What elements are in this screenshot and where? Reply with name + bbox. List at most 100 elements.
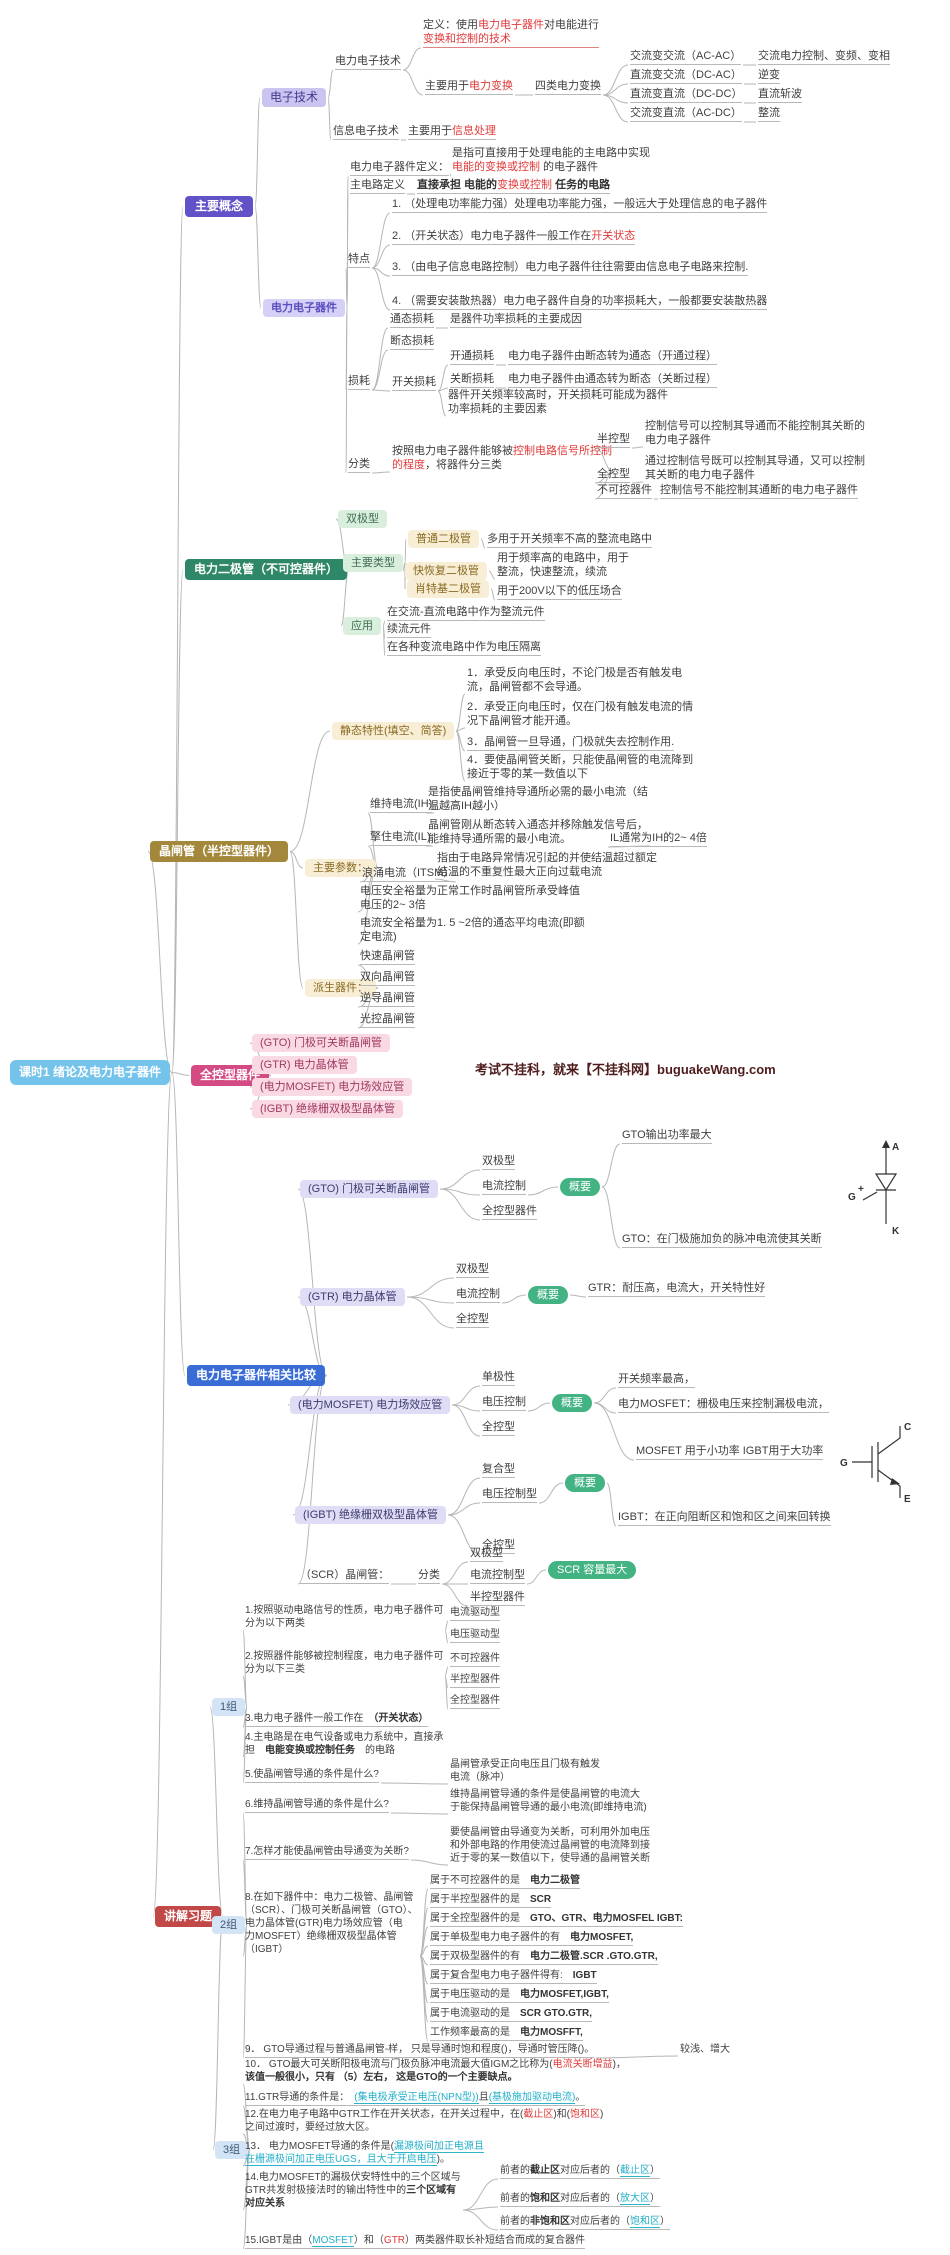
node-d8[interactable]: 续流元件 bbox=[387, 622, 431, 639]
node-q13[interactable]: 13． 电力MOSFET导通的条件是(漏源极间加正电源且在栅源极间加正电压UGS… bbox=[245, 2141, 484, 2166]
node-r14c[interactable]: 前者的非饱和区对应后者的（饱和区） bbox=[500, 2215, 670, 2230]
node-d1[interactable]: 双极型 bbox=[338, 510, 387, 529]
node-electronic-tech[interactable]: 电子技术 bbox=[262, 88, 327, 108]
node-c2c[interactable]: 全控型 bbox=[456, 1312, 489, 1329]
node-c5[interactable]: （SCR）晶闸管： bbox=[300, 1568, 390, 1585]
root-node-lesson-title[interactable]: 课时1 绪论及电力电子器件 bbox=[10, 1060, 171, 1086]
node-c5d[interactable]: 半控型器件 bbox=[470, 1590, 525, 1607]
node-g2[interactable]: (GTR) 电力晶体管 bbox=[252, 1056, 357, 1075]
node-q4[interactable]: 4.主电路是在电气设备或电力系统中，直接承担 电能变换或控制任务 的电路 bbox=[245, 1732, 444, 1756]
node-c2[interactable]: (GTR) 电力晶体管 bbox=[300, 1288, 405, 1307]
node-n9[interactable]: 交流变直流（AC-DC） bbox=[630, 106, 742, 123]
node-q2b[interactable]: 半控型器件 bbox=[450, 1673, 500, 1688]
node-q5[interactable]: 5.使晶闸管导通的条件是什么? bbox=[245, 1768, 379, 1783]
node-q2a[interactable]: 不可控器件 bbox=[450, 1652, 500, 1667]
badge-summary-igbt[interactable]: 概要 bbox=[565, 1474, 605, 1493]
node-c3a[interactable]: 单极性 bbox=[482, 1370, 515, 1387]
node-c5b[interactable]: 双极型 bbox=[470, 1546, 503, 1563]
node-n13[interactable]: 电力电子器件定义： bbox=[350, 160, 449, 177]
node-c3b[interactable]: 电压控制 bbox=[482, 1395, 526, 1412]
node-r9[interactable]: 工作频率最高的是 电力MOSFFT, bbox=[430, 2026, 583, 2041]
node-q2[interactable]: 2.按照器件能够被控制程度，电力电子器件可分为以下三类 bbox=[245, 1651, 444, 1675]
node-c5a[interactable]: 分类 bbox=[418, 1568, 440, 1585]
node-main-concepts[interactable]: 主要概念 bbox=[185, 196, 254, 218]
node-n17[interactable]: 1. （处理电功率能力强）处理电功率能力强，一般远大于处理信息的电子器件 bbox=[392, 197, 768, 214]
node-n5[interactable]: 四类电力变换 bbox=[535, 79, 601, 96]
node-t9b[interactable]: 指由于电路异常情况引起的并使结温超过额定结温的不重复性最大正向过载电流 bbox=[437, 852, 657, 879]
node-q9a[interactable]: 较浅、增大 bbox=[680, 2044, 730, 2055]
node-thyristor[interactable]: 晶闸管（半控型器件） bbox=[150, 841, 289, 863]
node-q7[interactable]: 7.怎样才能使晶闸管由导通变为关断? bbox=[245, 1845, 409, 1860]
node-t13[interactable]: 快速晶闸管 bbox=[360, 949, 415, 966]
node-c4c[interactable]: 全控型 bbox=[482, 1538, 515, 1555]
node-n6b[interactable]: 交流电力控制、变频、变相 bbox=[758, 49, 890, 66]
node-n33[interactable]: 按照电力电子器件能够被控制电路信号所控制的程度，将器件分三类 bbox=[392, 445, 612, 472]
badge-summary-mosfet[interactable]: 概要 bbox=[552, 1394, 592, 1413]
node-t16[interactable]: 光控晶闸管 bbox=[360, 1012, 415, 1029]
node-r14a[interactable]: 前者的截止区对应后者的（截止区） bbox=[500, 2164, 660, 2179]
node-n14[interactable]: 是指可直接用于处理电能的主电路中实现电能的变换或控制 的电子器件 bbox=[452, 147, 650, 174]
node-n39[interactable]: 控制信号不能控制其通断的电力电子器件 bbox=[660, 483, 858, 500]
node-q2c[interactable]: 全控型器件 bbox=[450, 1694, 500, 1709]
node-d3b[interactable]: 多用于开关频率不高的整流电路中 bbox=[487, 532, 652, 549]
node-g3[interactable]: (电力MOSFET) 电力场效应管 bbox=[252, 1078, 413, 1097]
node-power-diode[interactable]: 电力二极管（不可控器件） bbox=[185, 559, 348, 581]
node-n6[interactable]: 交流变交流（AC-AC） bbox=[630, 49, 742, 66]
node-d9[interactable]: 在各种变流电路中作为电压隔离 bbox=[387, 640, 541, 657]
node-r6[interactable]: 属于复合型电力电子器件得有: IGBT bbox=[430, 1969, 597, 1984]
node-c2d[interactable]: GTR：耐压高，电流大，开关特性好 bbox=[588, 1281, 766, 1298]
node-q9[interactable]: 9． GTO导通过程与普通晶闸管-样， 只是导通时饱和程度()，导通时管压降()… bbox=[245, 2043, 595, 2058]
node-g1[interactable]: (GTO) 门极可关断晶闸管 bbox=[252, 1034, 391, 1053]
group-2[interactable]: 2组 bbox=[212, 1916, 246, 1935]
node-d7[interactable]: 在交流-直流电路中作为整流元件 bbox=[387, 605, 545, 622]
node-n27[interactable]: 开通损耗 bbox=[450, 349, 494, 366]
node-d6[interactable]: 应用 bbox=[343, 617, 381, 636]
node-n38[interactable]: 不可控器件 bbox=[597, 483, 652, 500]
node-n24[interactable]: 是器件功率损耗的主要成因 bbox=[450, 312, 582, 329]
node-t8c[interactable]: IL通常为IH的2~ 4倍 bbox=[610, 831, 707, 848]
node-device-comparison[interactable]: 电力电子器件相关比较 bbox=[187, 1365, 326, 1387]
node-n31[interactable]: 器件开关频率较高时，开关损耗可能成为器件功率损耗的主要因素 bbox=[448, 389, 668, 416]
node-c1c[interactable]: 全控型器件 bbox=[482, 1204, 537, 1221]
node-n9b[interactable]: 整流 bbox=[758, 106, 780, 123]
node-n28[interactable]: 电力电子器件由断态转为通态（开通过程） bbox=[508, 349, 717, 366]
node-c4a[interactable]: 复合型 bbox=[482, 1462, 515, 1479]
node-q6a[interactable]: 维持晶闸管导通的条件是使晶闸管的电流大于能保持晶闸管导通的最小电流(即维持电流) bbox=[450, 1789, 647, 1813]
node-n7[interactable]: 直流变交流（DC-AC） bbox=[630, 68, 742, 85]
node-r14b[interactable]: 前者的饱和区对应后者的（放大区） bbox=[500, 2192, 660, 2207]
node-n4[interactable]: 主要用于电力变换 bbox=[425, 79, 513, 96]
node-t10[interactable]: 电压安全裕量为正常工作时晶闸管所承受峰值电压的2~ 3倍 bbox=[360, 885, 580, 912]
node-t8b[interactable]: 晶闸管刚从断态转入通态并移除触发信号后，能维持导通所需的最小电流。 bbox=[428, 819, 648, 846]
node-r8[interactable]: 属于电流驱动的是 SCR GTO.GTR, bbox=[430, 2007, 593, 2022]
node-c4[interactable]: (IGBT) 绝缘栅双极型晶体管 bbox=[295, 1506, 447, 1525]
node-q8[interactable]: 8.在如下器件中：电力二极管、晶闸管（SCR）、门极可关断晶闸管（GTO）、电力… bbox=[245, 1892, 418, 1955]
node-t7[interactable]: 维持电流(IH) bbox=[370, 797, 433, 814]
node-r7[interactable]: 属于电压驱动的是 电力MOSFET,IGBT, bbox=[430, 1988, 609, 2003]
node-n20[interactable]: 3. （由电子信息电路控制）电力电子器件往往需要由信息电子电路来控制. bbox=[392, 260, 749, 277]
node-n21[interactable]: 4. （需要安装散热器）电力电子器件自身的功率损耗大，一般都要安装散热器 bbox=[392, 294, 768, 311]
node-n11[interactable]: 主要用于信息处理 bbox=[408, 124, 496, 141]
node-q15[interactable]: 15.IGBT是由（MOSFET）和（GTR）两类器件取长补短结合而成的复合器件 bbox=[245, 2234, 586, 2249]
node-power-devices[interactable]: 电力电子器件 bbox=[263, 299, 345, 318]
node-d5b[interactable]: 用于200V以下的低压场合 bbox=[497, 584, 622, 601]
node-c2b[interactable]: 电流控制 bbox=[456, 1287, 500, 1304]
node-t9[interactable]: 浪涌电流（ITSM） bbox=[362, 866, 455, 883]
node-n32[interactable]: 分类 bbox=[348, 457, 370, 474]
node-q1b[interactable]: 电压驱动型 bbox=[450, 1628, 500, 1643]
node-n8b[interactable]: 直流斩波 bbox=[758, 87, 802, 104]
node-n8[interactable]: 直流变直流（DC-DC） bbox=[630, 87, 743, 104]
node-full-control-devices[interactable]: 全控型器件 bbox=[191, 1065, 270, 1087]
node-d4b[interactable]: 用于频率高的电路中，用于整流，快速整流，续流 bbox=[497, 552, 629, 579]
node-n19[interactable]: 2. （开关状态）电力电子器件一般工作在开关状态 bbox=[392, 229, 636, 246]
node-c1a[interactable]: 双极型 bbox=[482, 1154, 515, 1171]
node-c2a[interactable]: 双极型 bbox=[456, 1262, 489, 1279]
node-q6[interactable]: 6.维持晶闸管导通的条件是什么? bbox=[245, 1798, 389, 1813]
node-q11[interactable]: 11.GTR导通的条件是： (集电极承受正电压(NPN型))且(基极施加驱动电流… bbox=[245, 2091, 586, 2106]
node-q1[interactable]: 1.按照驱动电路信号的性质，电力电子器件可分为以下两类 bbox=[245, 1605, 444, 1629]
node-r4[interactable]: 属于单极型电力电子器件的有 电力MOSFET, bbox=[430, 1931, 634, 1946]
node-n22[interactable]: 损耗 bbox=[348, 374, 370, 391]
node-r1[interactable]: 属于不可控器件的是 电力二极管 bbox=[430, 1874, 580, 1889]
node-r5[interactable]: 属于双极型器件的有 电力二极管.SCR .GTO.GTR, bbox=[430, 1950, 658, 1965]
node-c5c[interactable]: 电流控制型 bbox=[470, 1568, 525, 1585]
